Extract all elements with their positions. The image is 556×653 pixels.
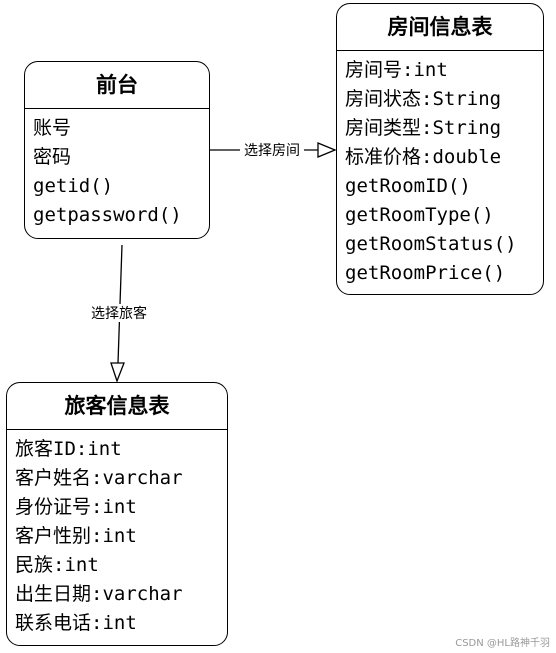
room-info-member: 标准价格:double xyxy=(345,146,502,168)
edge-select-guest-label: 选择旅客 xyxy=(91,305,147,322)
guest-info-member: 出生日期:varchar xyxy=(15,583,183,605)
edge-select-room-label: 选择房间 xyxy=(244,143,300,159)
edge-select-guest-label-bg xyxy=(86,304,152,322)
front-desk-class[interactable]: 前台 账号 密码 getid() getpassword() xyxy=(24,61,210,239)
room-info-member: getRoomID() xyxy=(345,175,471,197)
room-info-title: 房间信息表 xyxy=(337,4,543,51)
front-desk-title: 前台 xyxy=(25,62,209,109)
guest-info-member: 联系电话:int xyxy=(15,612,137,634)
guest-info-member: 旅客ID:int xyxy=(15,438,122,460)
room-info-member: 房间号:int xyxy=(345,59,448,81)
edge-select-room-label-bg xyxy=(240,141,304,159)
guest-info-title: 旅客信息表 xyxy=(7,383,227,430)
guest-info-class[interactable]: 旅客信息表 旅客ID:int 客户姓名:varchar 身份证号:int 客户性… xyxy=(6,382,228,646)
room-info-class[interactable]: 房间信息表 房间号:int 房间状态:String 房间类型:String 标准… xyxy=(336,3,544,295)
guest-info-members: 旅客ID:int 客户姓名:varchar 身份证号:int 客户性别:int … xyxy=(7,430,227,638)
front-desk-member: getid() xyxy=(33,175,114,197)
guest-info-member: 客户姓名:varchar xyxy=(15,467,183,489)
front-desk-members: 账号 密码 getid() getpassword() xyxy=(25,109,209,230)
edge-select-room-arrowhead xyxy=(317,142,337,158)
room-info-member: getRoomType() xyxy=(345,204,494,226)
edge-select-guest-arrowhead xyxy=(110,362,125,383)
room-info-member: 房间类型:String xyxy=(345,117,502,139)
front-desk-member: getpassword() xyxy=(33,204,182,226)
guest-info-member: 客户性别:int xyxy=(15,525,137,547)
edge-select-room: 选择房间 xyxy=(209,141,337,159)
front-desk-member: 账号 xyxy=(33,117,72,139)
watermark-text: CSDN @HL路神千羽 xyxy=(455,638,550,649)
guest-info-member: 民族:int xyxy=(15,554,99,576)
room-info-member: getRoomStatus() xyxy=(345,233,517,255)
edge-select-guest: 选择旅客 xyxy=(86,244,152,383)
guest-info-member: 身份证号:int xyxy=(15,496,137,518)
front-desk-member: 密码 xyxy=(33,146,72,168)
room-info-member: 房间状态:String xyxy=(345,88,502,110)
room-info-members: 房间号:int 房间状态:String 房间类型:String 标准价格:dou… xyxy=(337,51,543,288)
room-info-member: getRoomPrice() xyxy=(345,262,506,284)
